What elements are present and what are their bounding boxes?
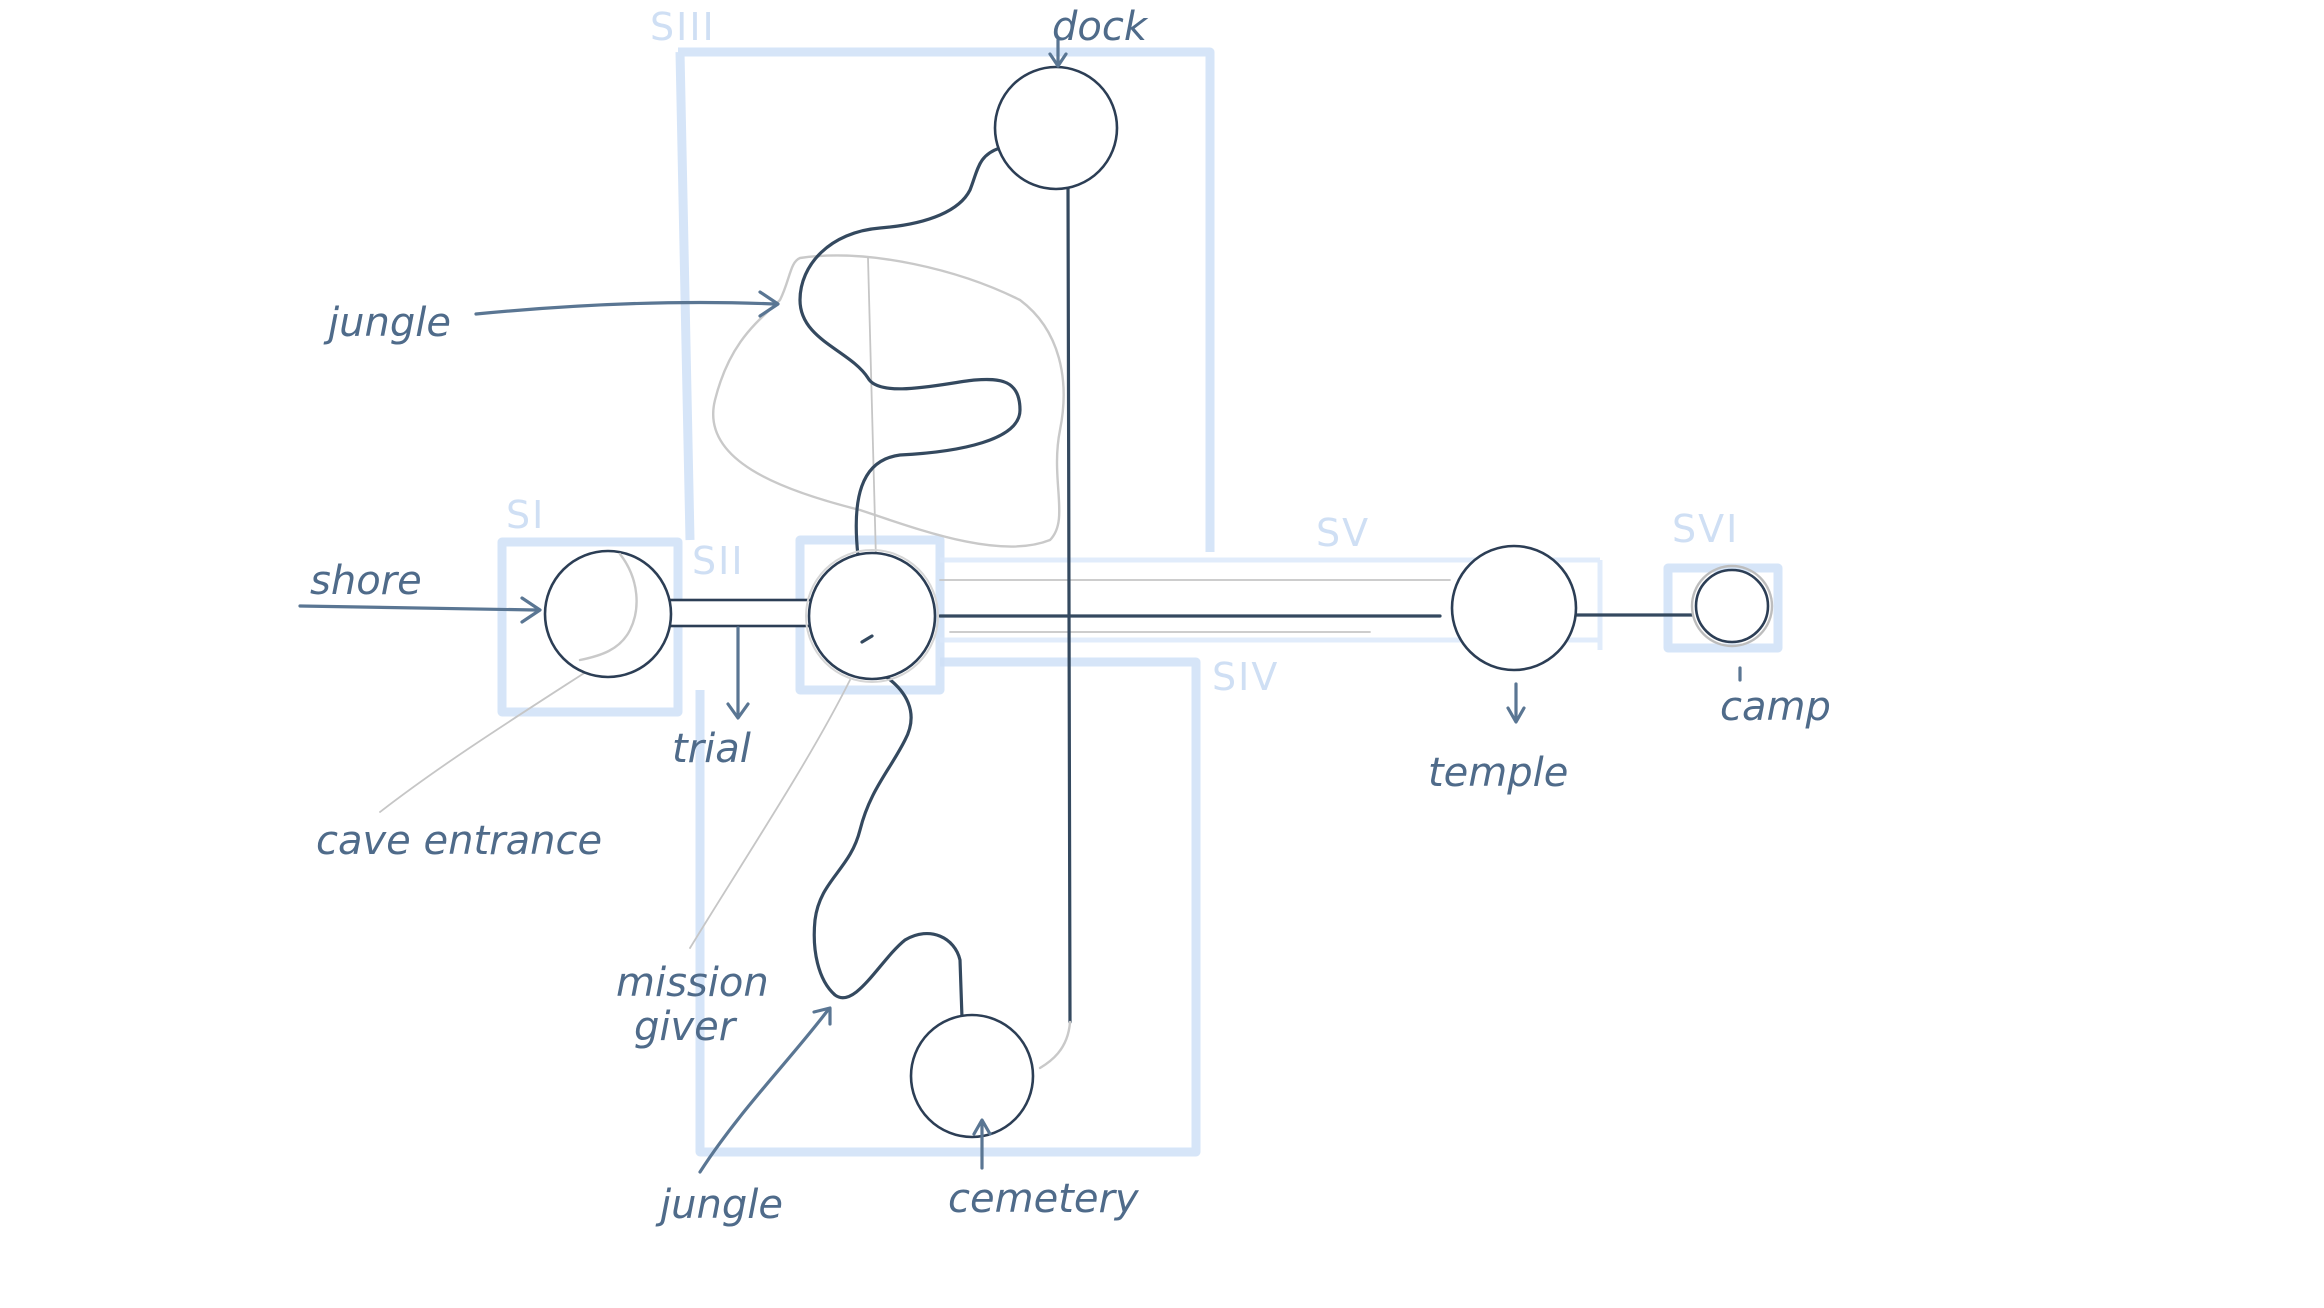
node-dock xyxy=(993,65,1119,191)
node-hub xyxy=(807,551,937,681)
shore-inner-mark xyxy=(578,552,638,662)
label-trial: trial xyxy=(672,726,751,772)
node-camp xyxy=(1694,568,1770,644)
jungle-top-arrow-head xyxy=(758,290,780,318)
region-s4-label: SIV xyxy=(1212,655,1279,699)
jungle-bottom-arrow xyxy=(698,1008,830,1174)
label-mission-giver-line2: giver xyxy=(634,1004,738,1050)
node-temple xyxy=(1450,544,1578,672)
label-jungle-bottom: jungle xyxy=(655,1182,783,1228)
region-s5-label: SV xyxy=(1316,511,1370,555)
shore-arrow-head xyxy=(520,596,542,624)
region-s1-label: SI xyxy=(506,493,545,537)
trial-arrow-head xyxy=(726,702,750,720)
label-shore: shore xyxy=(310,558,422,604)
mission-giver-leader xyxy=(689,679,851,949)
temple-arrow-head xyxy=(1506,706,1526,724)
jungle-area-outline xyxy=(712,254,1065,548)
node-shore xyxy=(543,549,673,679)
jungle-inner-guide xyxy=(867,257,877,561)
region-s4-box xyxy=(695,657,1201,1157)
jungle-path-north xyxy=(798,146,1022,558)
label-cemetery: cemetery xyxy=(948,1176,1140,1222)
label-camp: camp xyxy=(1720,684,1831,730)
soft-corridor-line xyxy=(939,579,1451,633)
region-s2-label: SII xyxy=(692,539,745,583)
spine-dock-cemetery xyxy=(1066,182,1072,1024)
trial-bridge xyxy=(664,598,826,628)
region-s6-label: SVI xyxy=(1672,507,1739,551)
node-hub-halo xyxy=(805,549,939,683)
node-cemetery xyxy=(909,1013,1035,1139)
dock-arrow-head xyxy=(1048,52,1068,68)
cemetery-arrow-head xyxy=(972,1118,992,1136)
jungle-path-south xyxy=(812,674,964,1020)
label-cave-entrance: cave entrance xyxy=(316,818,602,864)
label-jungle-top: jungle xyxy=(323,300,451,346)
label-dock: dock xyxy=(1052,4,1149,50)
region-s3-label: SIII xyxy=(650,5,716,49)
shore-arrow xyxy=(298,604,538,612)
node-camp-halo xyxy=(1690,564,1774,648)
jungle-top-arrow xyxy=(474,300,776,316)
region-s3-box xyxy=(675,47,1215,552)
jungle-bottom-arrow-head xyxy=(812,1006,832,1026)
spine-hook xyxy=(1038,1020,1072,1070)
hub-inner-mark xyxy=(860,634,874,644)
label-temple: temple xyxy=(1428,750,1568,796)
label-mission-giver-line1: mission xyxy=(616,960,769,1006)
